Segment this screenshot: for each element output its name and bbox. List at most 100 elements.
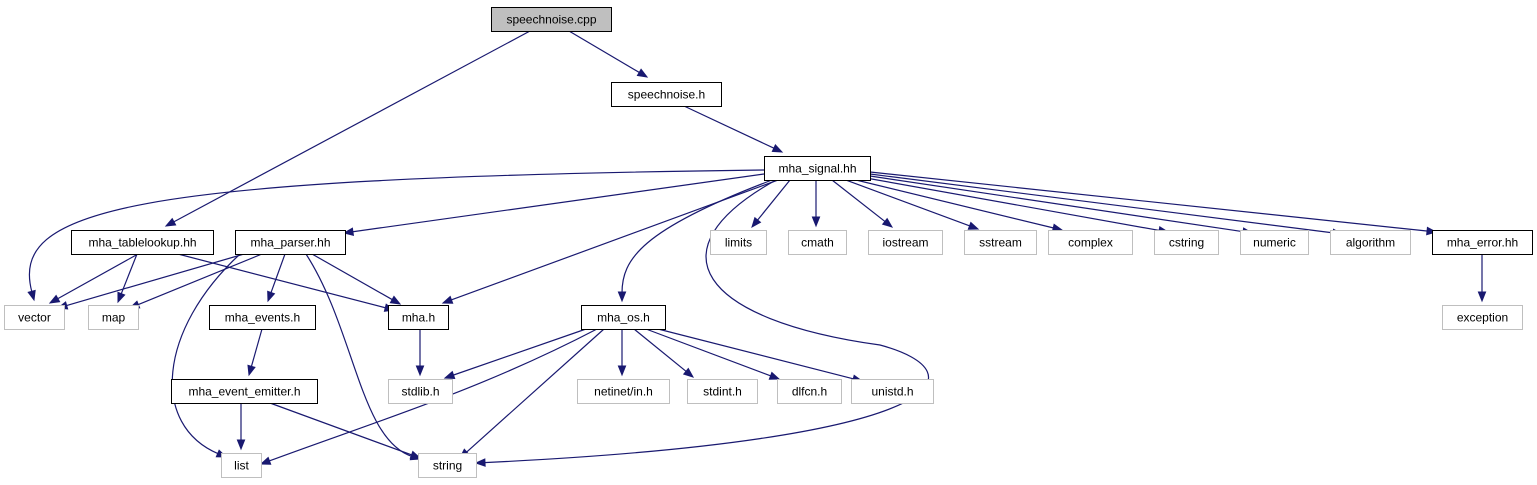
node-iostream[interactable]: iostream <box>868 230 943 255</box>
edge-speechnoise-cpp-to-speechnoise-h-line <box>568 30 641 74</box>
edge-mha-tablelookup-to-vector-line <box>56 253 139 300</box>
node-unistd-label: unistd.h <box>871 385 913 399</box>
node-limits-label: limits <box>725 236 752 250</box>
node-iostream-box <box>868 230 943 255</box>
edge-mha-tablelookup-to-vector-arrowhead <box>48 294 61 304</box>
edge-mha-parser-to-mha-events <box>267 253 286 303</box>
node-complex[interactable]: complex <box>1048 230 1133 255</box>
node-list-box <box>221 453 262 478</box>
edge-mha-parser-to-mha-events-line <box>270 253 286 294</box>
node-mha-os-label: mha_os.h <box>597 311 650 325</box>
node-mha-os-box <box>581 305 666 330</box>
node-stdint[interactable]: stdint.h <box>687 379 758 404</box>
edge-mha-signal-to-mha-os-line <box>621 179 773 294</box>
node-algorithm[interactable]: algorithm <box>1330 230 1411 255</box>
node-mha-tablelookup-label: mha_tablelookup.hh <box>88 236 196 250</box>
edge-mha-signal-to-numeric <box>869 175 1254 236</box>
edge-mha-event-emitter-to-list-arrowhead <box>236 439 246 451</box>
edge-mha-h-to-stdlib-arrowhead <box>415 365 425 377</box>
node-mha-signal-label: mha_signal.hh <box>778 162 856 176</box>
node-stdlib[interactable]: stdlib.h <box>388 379 453 404</box>
node-exception[interactable]: exception <box>1442 305 1523 330</box>
edge-mha-h-to-stdlib <box>415 329 425 377</box>
node-mha-event-emitter-box <box>171 379 318 404</box>
node-stdint-box <box>687 379 758 404</box>
node-string-box <box>418 453 477 478</box>
node-mha-parser[interactable]: mha_parser.hh <box>235 230 346 255</box>
node-mha-h[interactable]: mha.h <box>388 305 449 330</box>
node-limits[interactable]: limits <box>710 230 767 255</box>
node-sstream-box <box>964 230 1037 255</box>
edge-mha-signal-to-vector-line <box>28 169 765 293</box>
edge-mha-event-emitter-to-string-line <box>269 402 413 456</box>
node-mha-signal-box <box>764 156 871 181</box>
edge-mha-signal-to-cmath-arrowhead <box>811 216 821 228</box>
edge-mha-os-to-stdint-line <box>633 328 688 373</box>
node-sstream[interactable]: sstream <box>964 230 1037 255</box>
edge-mha-parser-to-list-line <box>171 253 241 455</box>
node-vector[interactable]: vector <box>4 305 65 330</box>
node-mha-parser-label: mha_parser.hh <box>250 236 330 250</box>
edge-mha-parser-to-mha-events-arrowhead <box>267 290 276 303</box>
edge-mha-os-to-stdint-arrowhead <box>682 367 695 378</box>
edge-mha-signal-to-sstream <box>845 179 980 230</box>
node-cmath[interactable]: cmath <box>788 230 847 255</box>
edge-mha-os-to-dlfcn <box>645 328 781 380</box>
edge-mha-event-emitter-to-string <box>269 402 422 459</box>
node-mha-os[interactable]: mha_os.h <box>581 305 666 330</box>
node-speechnoise-cpp[interactable]: speechnoise.cpp <box>491 7 612 32</box>
node-exception-label: exception <box>1457 311 1508 325</box>
edge-mha-tablelookup-to-vector <box>48 253 139 304</box>
node-speechnoise-h-label: speechnoise.h <box>628 88 705 102</box>
node-netinet[interactable]: netinet/in.h <box>577 379 670 404</box>
node-cmath-box <box>788 230 847 255</box>
node-mha-event-emitter[interactable]: mha_event_emitter.h <box>171 379 318 404</box>
node-cstring[interactable]: cstring <box>1154 230 1219 255</box>
node-iostream-label: iostream <box>882 236 928 250</box>
node-map[interactable]: map <box>88 305 139 330</box>
edge-mha-signal-to-algorithm-line <box>869 173 1335 234</box>
edge-mha-error-to-exception-arrowhead <box>1477 291 1487 303</box>
node-numeric[interactable]: numeric <box>1240 230 1309 255</box>
edge-mha-signal-to-mha-os <box>617 179 773 303</box>
node-stdlib-box <box>388 379 453 404</box>
edge-mha-os-to-stdlib <box>443 328 587 379</box>
node-mha-signal[interactable]: mha_signal.hh <box>764 156 871 181</box>
edge-mha-signal-to-mha-parser-arrowhead <box>342 227 355 236</box>
edge-mha-os-to-stdlib-line <box>452 328 587 376</box>
edge-mha-os-to-dlfcn-arrowhead <box>768 371 781 380</box>
edge-mha-event-emitter-to-string-arrowhead <box>409 450 422 459</box>
node-algorithm-box <box>1330 230 1411 255</box>
node-map-box <box>88 305 139 330</box>
edge-mha-os-to-list-arrowhead <box>259 456 272 465</box>
edge-mha-signal-to-complex-line <box>855 179 1055 229</box>
node-cstring-label: cstring <box>1169 236 1204 250</box>
edge-speechnoise-cpp-to-mha-tablelookup-arrowhead <box>164 217 177 227</box>
node-list[interactable]: list <box>221 453 262 478</box>
node-dlfcn[interactable]: dlfcn.h <box>777 379 842 404</box>
node-mha-parser-box <box>235 230 346 255</box>
node-map-label: map <box>102 311 126 325</box>
node-numeric-box <box>1240 230 1309 255</box>
edge-mha-tablelookup-to-map-arrowhead <box>117 291 126 304</box>
edge-mha-signal-to-mha-error <box>869 171 1438 236</box>
node-mha-error[interactable]: mha_error.hh <box>1432 230 1533 255</box>
node-unistd[interactable]: unistd.h <box>851 379 934 404</box>
edge-mha-signal-to-limits-arrowhead <box>751 216 762 229</box>
edge-mha-os-to-stdlib-arrowhead <box>443 370 456 379</box>
edge-mha-signal-to-sstream-arrowhead <box>967 221 980 230</box>
edge-mha-signal-to-vector <box>27 169 765 302</box>
node-list-label: list <box>234 459 249 473</box>
node-mha-events-box <box>209 305 316 330</box>
edge-mha-signal-to-iostream-line <box>831 179 887 223</box>
node-mha-tablelookup[interactable]: mha_tablelookup.hh <box>71 230 214 255</box>
node-string[interactable]: string <box>418 453 477 478</box>
edge-mha-signal-to-iostream-arrowhead <box>881 217 894 228</box>
edge-mha-os-to-netinet <box>617 329 627 377</box>
edge-mha-os-to-netinet-arrowhead <box>617 365 627 377</box>
node-speechnoise-h[interactable]: speechnoise.h <box>611 82 722 107</box>
node-unistd-box <box>851 379 934 404</box>
node-mha-events[interactable]: mha_events.h <box>209 305 316 330</box>
edge-mha-signal-to-vector-arrowhead <box>27 289 36 302</box>
node-speechnoise-cpp-box <box>491 7 612 32</box>
